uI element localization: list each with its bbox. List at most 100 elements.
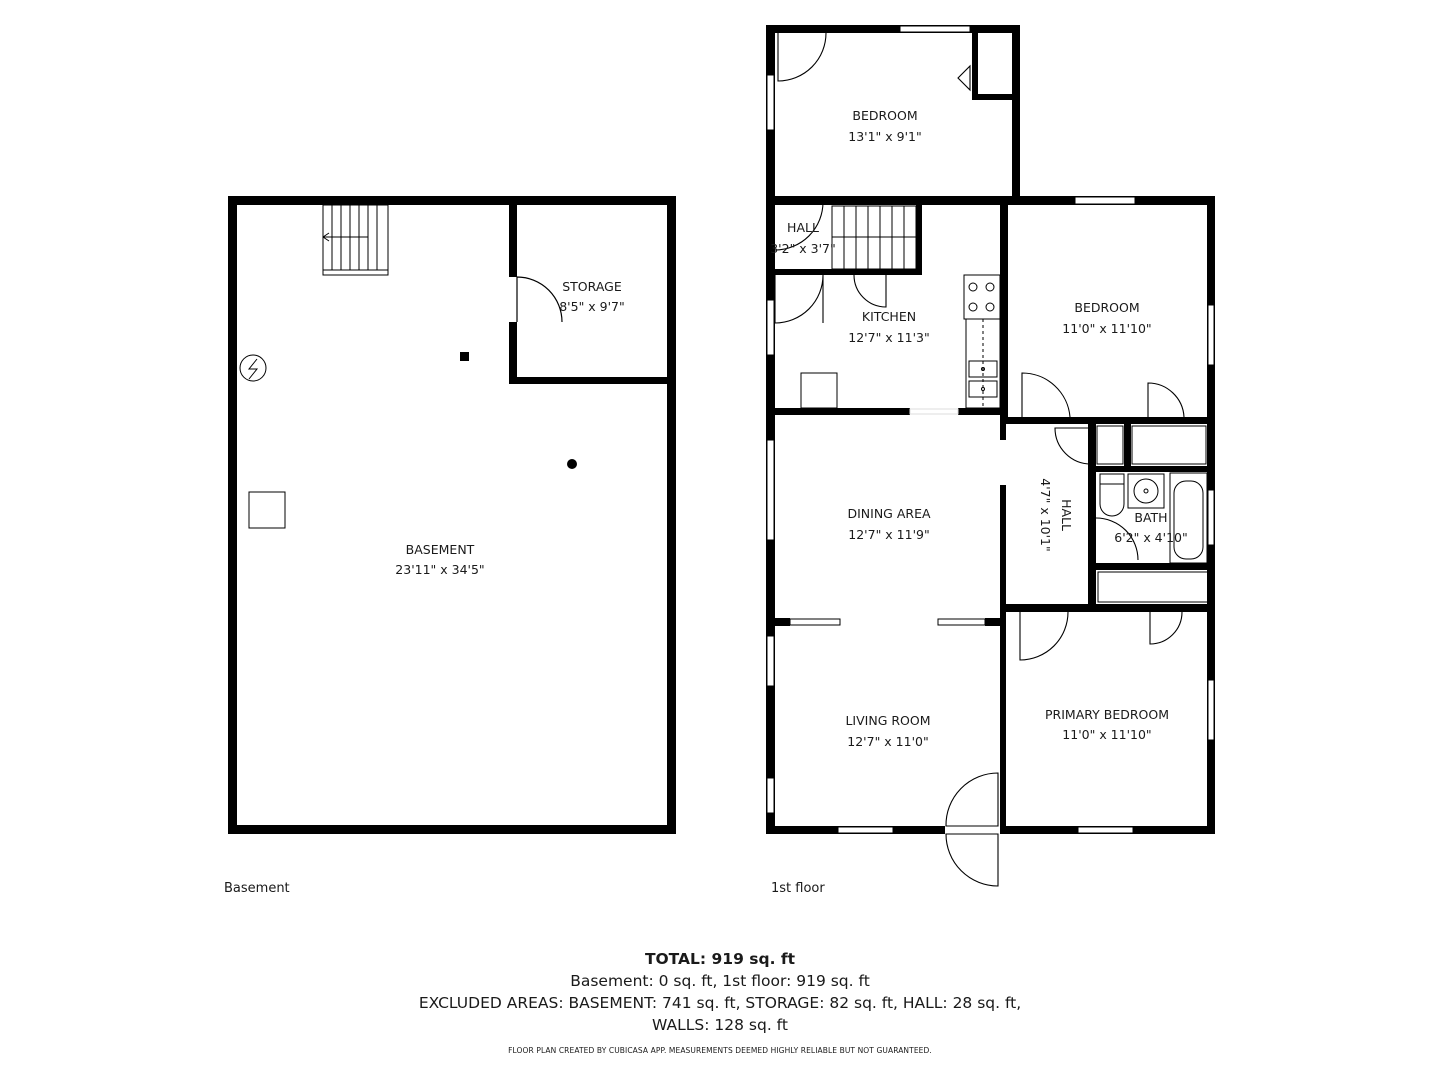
wall	[1006, 417, 1215, 424]
room-size: 12'7" x 11'9"	[848, 527, 929, 542]
stove-icon	[963, 274, 1001, 320]
room-name: PRIMARY BEDROOM	[1045, 707, 1169, 722]
doors	[774, 32, 1185, 887]
wall	[228, 196, 237, 834]
wall	[1006, 604, 1215, 612]
window	[766, 299, 775, 356]
entry-door	[945, 833, 999, 887]
wall	[1012, 25, 1020, 205]
door-swing	[1019, 611, 1069, 661]
wall	[1124, 424, 1131, 466]
room-size: 13'1" x 9'1"	[848, 129, 921, 144]
wall	[972, 33, 978, 100]
closet-shelf	[1096, 425, 1124, 465]
bathroom-sink-icon	[1127, 473, 1165, 509]
room-size: 11'0" x 11'10"	[1062, 321, 1151, 336]
door-swing	[774, 274, 824, 324]
column	[460, 352, 469, 361]
basement-fixtures	[239, 204, 389, 529]
window	[1207, 489, 1215, 546]
windows	[766, 25, 1215, 834]
opening	[909, 408, 959, 415]
room-size: 12'7" x 11'3"	[848, 330, 929, 345]
toilet-icon	[1099, 473, 1125, 517]
wall	[228, 825, 676, 834]
wall	[972, 94, 1012, 100]
room-name: BATH	[1134, 510, 1167, 525]
wall	[775, 408, 910, 415]
room-name: BASEMENT	[406, 542, 475, 557]
floor-label-basement: Basement	[224, 881, 290, 896]
wall	[1000, 205, 1008, 420]
disclaimer: FLOOR PLAN CREATED BY CUBICASA APP. MEAS…	[508, 1046, 932, 1055]
wall	[766, 196, 1215, 205]
total-area: TOTAL: 919 sq. ft	[644, 950, 796, 968]
closet	[1097, 571, 1209, 603]
floor-areas: Basement: 0 sq. ft, 1st floor: 919 sq. f…	[570, 972, 870, 990]
wall	[766, 25, 1020, 33]
counter	[965, 318, 1001, 409]
door-swing	[853, 274, 887, 308]
closet-door	[957, 64, 971, 92]
room-name: STORAGE	[562, 279, 622, 294]
wall	[916, 205, 922, 275]
window	[899, 25, 971, 33]
half-wall	[937, 618, 986, 626]
half-wall	[789, 618, 841, 626]
window	[1077, 826, 1134, 834]
window	[837, 826, 894, 834]
refrigerator	[800, 372, 838, 409]
excluded-areas: EXCLUDED AREAS: BASEMENT: 741 sq. ft, ST…	[418, 994, 1022, 1012]
wall	[509, 377, 667, 384]
wall	[775, 269, 922, 275]
door-swing	[777, 32, 827, 82]
basement-plan	[228, 196, 676, 834]
stairs	[831, 205, 917, 270]
room-name: DINING AREA	[847, 506, 930, 521]
room-size: 11'0" x 11'10"	[1062, 727, 1151, 742]
closet	[1131, 425, 1207, 465]
room-size: 6'2" x 4'10"	[1114, 530, 1187, 545]
wall	[1096, 563, 1215, 570]
room-name: HALL	[1059, 499, 1074, 531]
window	[766, 777, 775, 814]
floor-label-first-floor: 1st floor	[771, 881, 825, 896]
bathtub-icon	[1169, 472, 1208, 564]
door-swing	[1021, 372, 1071, 418]
wall	[1088, 424, 1096, 607]
walls-area: WALLS: 128 sq. ft	[652, 1016, 788, 1034]
wall	[667, 196, 676, 834]
room-size: 23'11" x 34'5"	[395, 562, 484, 577]
wall	[1096, 466, 1215, 472]
door-swing	[516, 276, 563, 323]
wall	[958, 408, 1008, 415]
wall	[985, 618, 1006, 626]
window	[766, 439, 775, 541]
room-size: 8'5" x 9'7"	[559, 299, 625, 314]
room-name: BEDROOM	[852, 108, 917, 123]
window	[1207, 679, 1215, 741]
door-swing	[1095, 517, 1139, 561]
wall	[766, 25, 775, 834]
wall	[775, 618, 790, 626]
electrical-panel-icon	[239, 354, 267, 382]
floor-hatch	[248, 491, 286, 529]
window	[1207, 304, 1215, 366]
post	[567, 459, 577, 469]
room-name: KITCHEN	[862, 309, 916, 324]
room-name: LIVING ROOM	[845, 713, 930, 728]
room-name: BEDROOM	[1074, 300, 1139, 315]
fixtures	[800, 205, 1209, 603]
window	[766, 635, 775, 687]
room-name: HALL	[787, 220, 819, 235]
room-size: 12'7" x 11'0"	[847, 734, 928, 749]
wall	[1000, 415, 1006, 440]
door-swing	[1054, 427, 1092, 465]
window	[1074, 196, 1136, 205]
door-swing	[774, 201, 824, 251]
wall	[228, 196, 676, 205]
hall-label: HALL 4'7" x 10'1"	[1038, 478, 1074, 551]
room-size: 3'2" x 3'7"	[770, 241, 836, 256]
sink-icon	[968, 360, 998, 398]
